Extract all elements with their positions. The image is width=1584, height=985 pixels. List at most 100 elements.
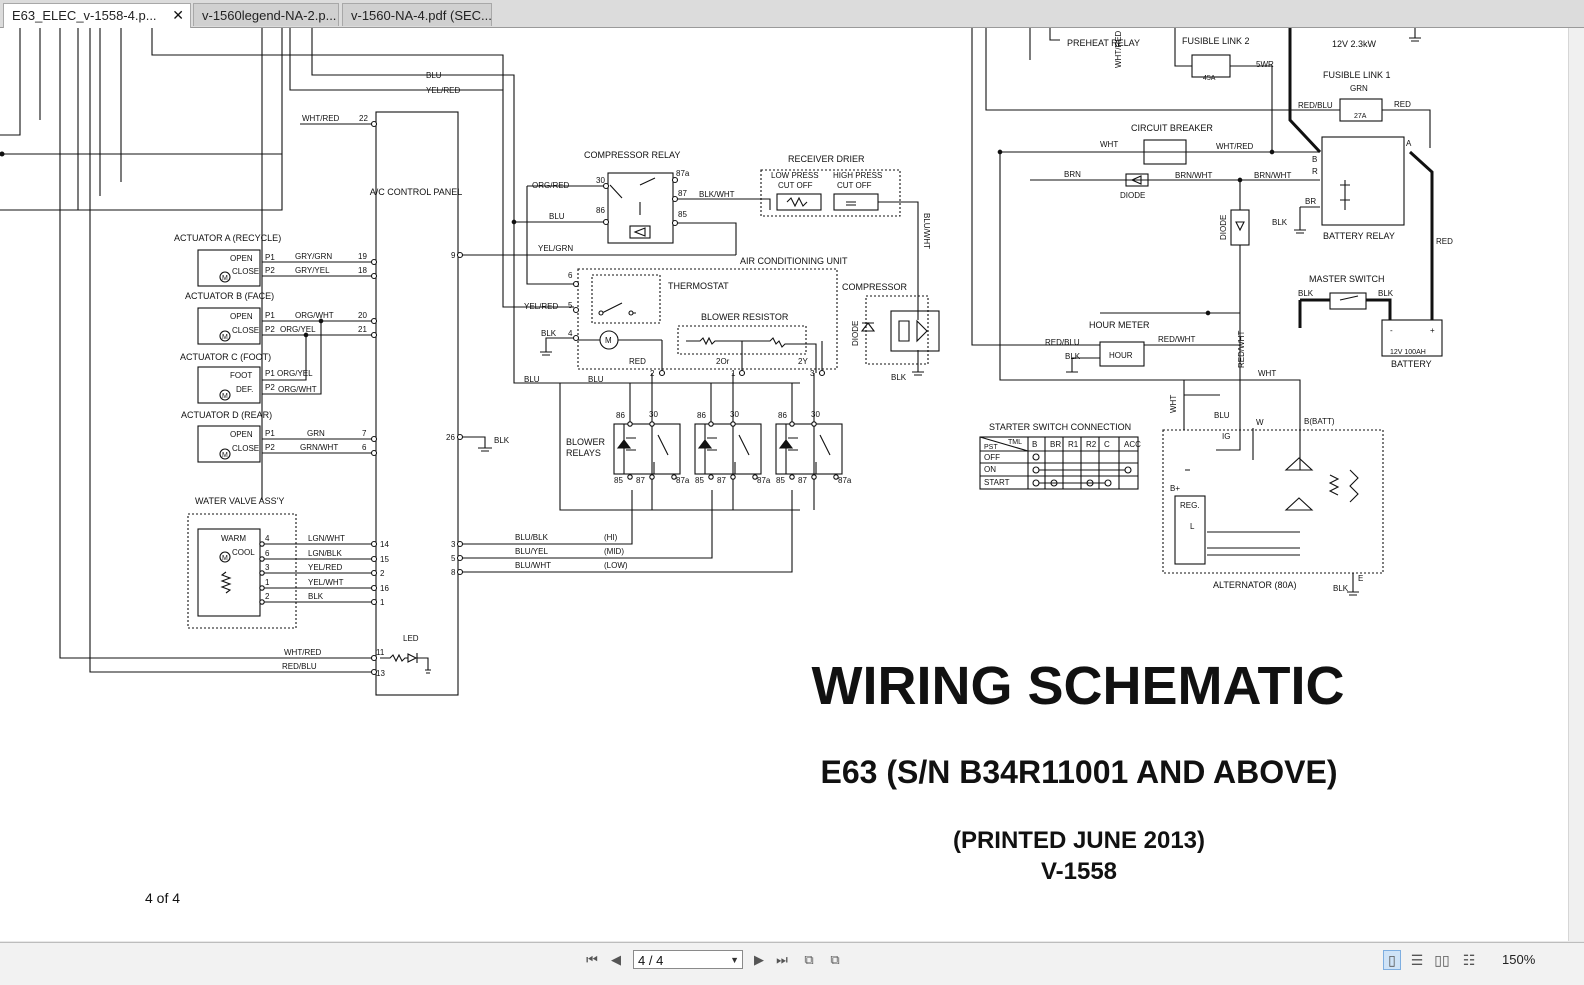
valve-terminal: 16 [380,584,389,593]
svg-text:GRN: GRN [1350,84,1368,93]
hour-meter: HOUR METER HOUR RED/BLU BLK RED/WHT [1045,310,1240,373]
svg-text:THERMOSTAT: THERMOSTAT [668,281,729,291]
svg-text:BRN: BRN [1064,170,1081,179]
speed-wire-label: BLU/WHT [515,561,551,570]
svg-text:ACTUATOR C (FOOT): ACTUATOR C (FOOT) [180,352,271,362]
speed-terminal: 5 [451,554,456,563]
svg-text:TML: TML [1008,439,1022,446]
continuous-facing-icon[interactable]: ☷ [1462,952,1476,968]
svg-text:BLK: BLK [891,373,907,382]
svg-text:YEL/RED: YEL/RED [524,302,558,311]
previous-view-icon[interactable]: ⧉ [804,952,814,967]
first-page-icon[interactable]: ⏮ [586,952,598,967]
vertical-scrollbar[interactable] [1568,28,1584,941]
valve-pin: 6 [265,549,270,558]
page-number-input[interactable]: 4 / 4 ▼ [633,950,743,969]
zoom-level[interactable]: 150% [1502,952,1536,967]
svg-text:R: R [1312,167,1318,176]
svg-text:BLU: BLU [588,375,604,384]
previous-page-icon[interactable]: ◀ [611,952,621,967]
speed-label: (MID) [604,547,624,556]
valve-wire-label: LGN/WHT [308,534,345,543]
valve-wire-label: YEL/WHT [308,578,344,587]
last-page-icon[interactable]: ⏭ [776,952,788,967]
svg-text:FOOT: FOOT [230,371,252,380]
starter-switch-table: STARTER SWITCH CONNECTION TML PST OFF ON… [979,422,1139,490]
tab-v1560-legend[interactable]: v-1560legend-NA-2.p... [193,3,339,26]
tab-v1560-na[interactable]: v-1560-NA-4.pdf (SEC... [342,3,492,26]
tab-e63-elec[interactable]: E63_ELEC_v-1558-4.p... ✕ [3,3,191,28]
svg-text:P2: P2 [265,383,275,392]
switch-column-header: R1 [1068,440,1079,449]
svg-text:CLOSE: CLOSE [232,267,259,276]
document-view[interactable]: A/C CONTROL PANEL WHT/RED 22 BLU YEL/RED… [0,28,1568,941]
svg-text:ORG/RED: ORG/RED [532,181,570,190]
svg-text:WATER VALVE ASS'Y: WATER VALVE ASS'Y [195,496,284,506]
svg-text:B(BATT): B(BATT) [1304,417,1335,426]
svg-text:WHT: WHT [1258,369,1276,378]
compressor-relay: COMPRESSOR RELAY 30 87a 87 86 85 ORG/RED… [511,150,771,285]
svg-text:BLU: BLU [524,375,540,384]
svg-text:WARM: WARM [221,534,246,543]
svg-text:B+: B+ [1170,484,1180,493]
svg-text:ORG/YEL: ORG/YEL [280,325,316,334]
status-bar: ⏮ ◀ 4 / 4 ▼ ▶ ⏭ ⧉ ⧉ ▯ ☰ ▯▯ ☷ 150% [0,942,1584,985]
svg-text:RED/BLU: RED/BLU [1298,101,1333,110]
receiver-drier: RECEIVER DRIER LOW PRESS CUT OFF HIGH PR… [760,154,931,320]
svg-text:BATTERY RELAY: BATTERY RELAY [1323,231,1395,241]
valve-wire-label: YEL/RED [308,563,342,572]
svg-text:12V 100AH: 12V 100AH [1390,349,1426,356]
svg-text:BR: BR [1305,197,1316,206]
svg-text:FUSIBLE LINK 1: FUSIBLE LINK 1 [1323,70,1391,80]
page-counter: 4 of 4 [145,890,180,906]
relay-pin: 87 [636,476,645,485]
svg-text:27A: 27A [1354,113,1367,120]
svg-text:13: 13 [376,669,385,678]
left-harness-lines [0,28,632,673]
led-indicator: LED 11 13 WHT/RED RED/BLU [282,634,431,678]
facing-view-icon[interactable]: ▯▯ [1434,952,1450,968]
svg-text:BLOWER: BLOWER [566,437,606,447]
svg-text:RED/BLU: RED/BLU [1045,338,1080,347]
svg-text:9: 9 [451,251,456,260]
svg-text:ALTERNATOR (80A): ALTERNATOR (80A) [1213,580,1297,590]
switch-column-header: ACC [1124,440,1141,449]
document-number: V-1558 [1041,858,1117,885]
svg-text:RED/WHT: RED/WHT [1158,335,1195,344]
svg-text:LED: LED [403,634,419,643]
speed-label: (HI) [604,533,618,542]
continuous-view-icon[interactable]: ☰ [1410,952,1424,968]
svg-text:COMPRESSOR: COMPRESSOR [842,282,908,292]
compressor: COMPRESSOR DIODE BLK [842,282,940,382]
svg-text:CIRCUIT BREAKER: CIRCUIT BREAKER [1131,123,1213,133]
svg-text:WHT/RED: WHT/RED [284,648,322,657]
next-page-icon[interactable]: ▶ [754,952,764,967]
svg-text:BLK: BLK [1333,584,1349,593]
svg-text:ACTUATOR B (FACE): ACTUATOR B (FACE) [185,291,274,301]
speed-terminal: 3 [451,540,456,549]
svg-text:CLOSE: CLOSE [232,326,259,335]
svg-text:RED: RED [1394,100,1411,109]
relay-pin: 85 [614,476,623,485]
svg-text:RED: RED [629,357,646,366]
svg-text:RED/BLU: RED/BLU [282,662,317,671]
valve-pin: 3 [265,563,270,572]
close-icon[interactable]: ✕ [172,7,184,23]
relay-pin: 30 [730,410,739,419]
svg-text:87: 87 [678,189,687,198]
svg-text:22: 22 [359,114,368,123]
title-block: WIRING SCHEMATIC E63 (S/N B34R11001 AND … [145,656,1344,906]
chevron-down-icon[interactable]: ▼ [730,955,739,965]
svg-text:M: M [222,393,228,400]
single-page-view-icon[interactable]: ▯ [1383,950,1401,970]
printed-date: (PRINTED JUNE 2013) [953,827,1205,854]
svg-text:21: 21 [358,325,367,334]
power-section: PREHEAT RELAY FUSIBLE LINK 2 45A 5WR WHT… [971,28,1453,428]
svg-text:GRY/YEL: GRY/YEL [295,266,330,275]
svg-text:11: 11 [376,648,385,657]
svg-text:6: 6 [568,271,573,280]
next-view-icon[interactable]: ⧉ [830,952,840,967]
